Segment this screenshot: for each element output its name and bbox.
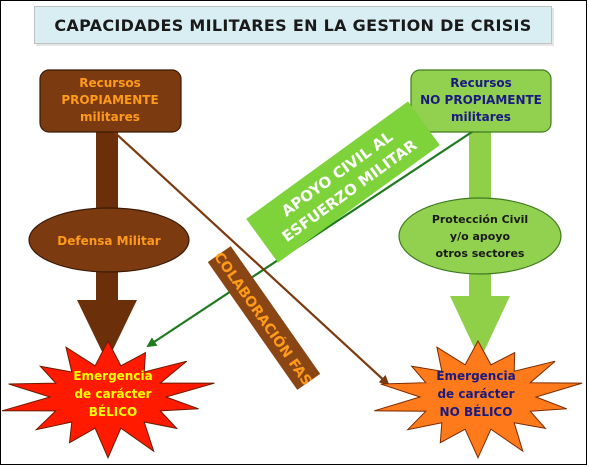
military-resources-box: Recursos PROPIAMENTE militares — [39, 69, 182, 133]
civil-protection-line-2: y/o apoyo — [450, 230, 511, 243]
non-military-resources-line-3: militares — [451, 110, 511, 124]
military-resources-line-2: PROPIAMENTE — [61, 93, 158, 107]
non-war-emergency-line-3: NO BÉLICO — [440, 404, 513, 419]
non-war-emergency-node: Emergencia de carácter NO BÉLICO — [374, 339, 583, 459]
military-resources-line-3: militares — [80, 110, 140, 124]
diagram-title: CAPACIDADES MILITARES EN LA GESTION DE C… — [54, 15, 532, 35]
military-resources-line-1: Recursos — [79, 76, 140, 90]
fas-collaboration-arrow — [111, 129, 390, 386]
war-emergency-line-3: BÉLICO — [89, 404, 137, 419]
non-military-resources-box: Recursos NO PROPIAMENTE militares — [410, 69, 552, 133]
fas-collaboration-banner: COLABORACIÓN FAS — [207, 246, 321, 390]
title-box: CAPACIDADES MILITARES EN LA GESTION DE C… — [34, 6, 552, 44]
war-emergency-line-2: de carácter — [74, 387, 151, 401]
non-war-emergency-line-1: Emergencia — [436, 369, 515, 383]
civil-protection-line-3: otros sectores — [436, 247, 525, 260]
military-defense-label: Defensa Militar — [57, 234, 161, 248]
non-military-resources-line-2: NO PROPIAMENTE — [420, 93, 542, 107]
civil-protection-node: Protección Civil y/o apoyo otros sectore… — [398, 197, 562, 275]
war-emergency-node: Emergencia de carácter BÉLICO — [1, 339, 215, 459]
non-military-resources-line-1: Recursos — [450, 76, 511, 90]
non-war-emergency-line-2: de carácter — [437, 387, 514, 401]
military-defense-node: Defensa Militar — [28, 207, 190, 273]
war-emergency-line-1: Emergencia — [73, 369, 152, 383]
civil-protection-line-1: Protección Civil — [432, 213, 528, 226]
